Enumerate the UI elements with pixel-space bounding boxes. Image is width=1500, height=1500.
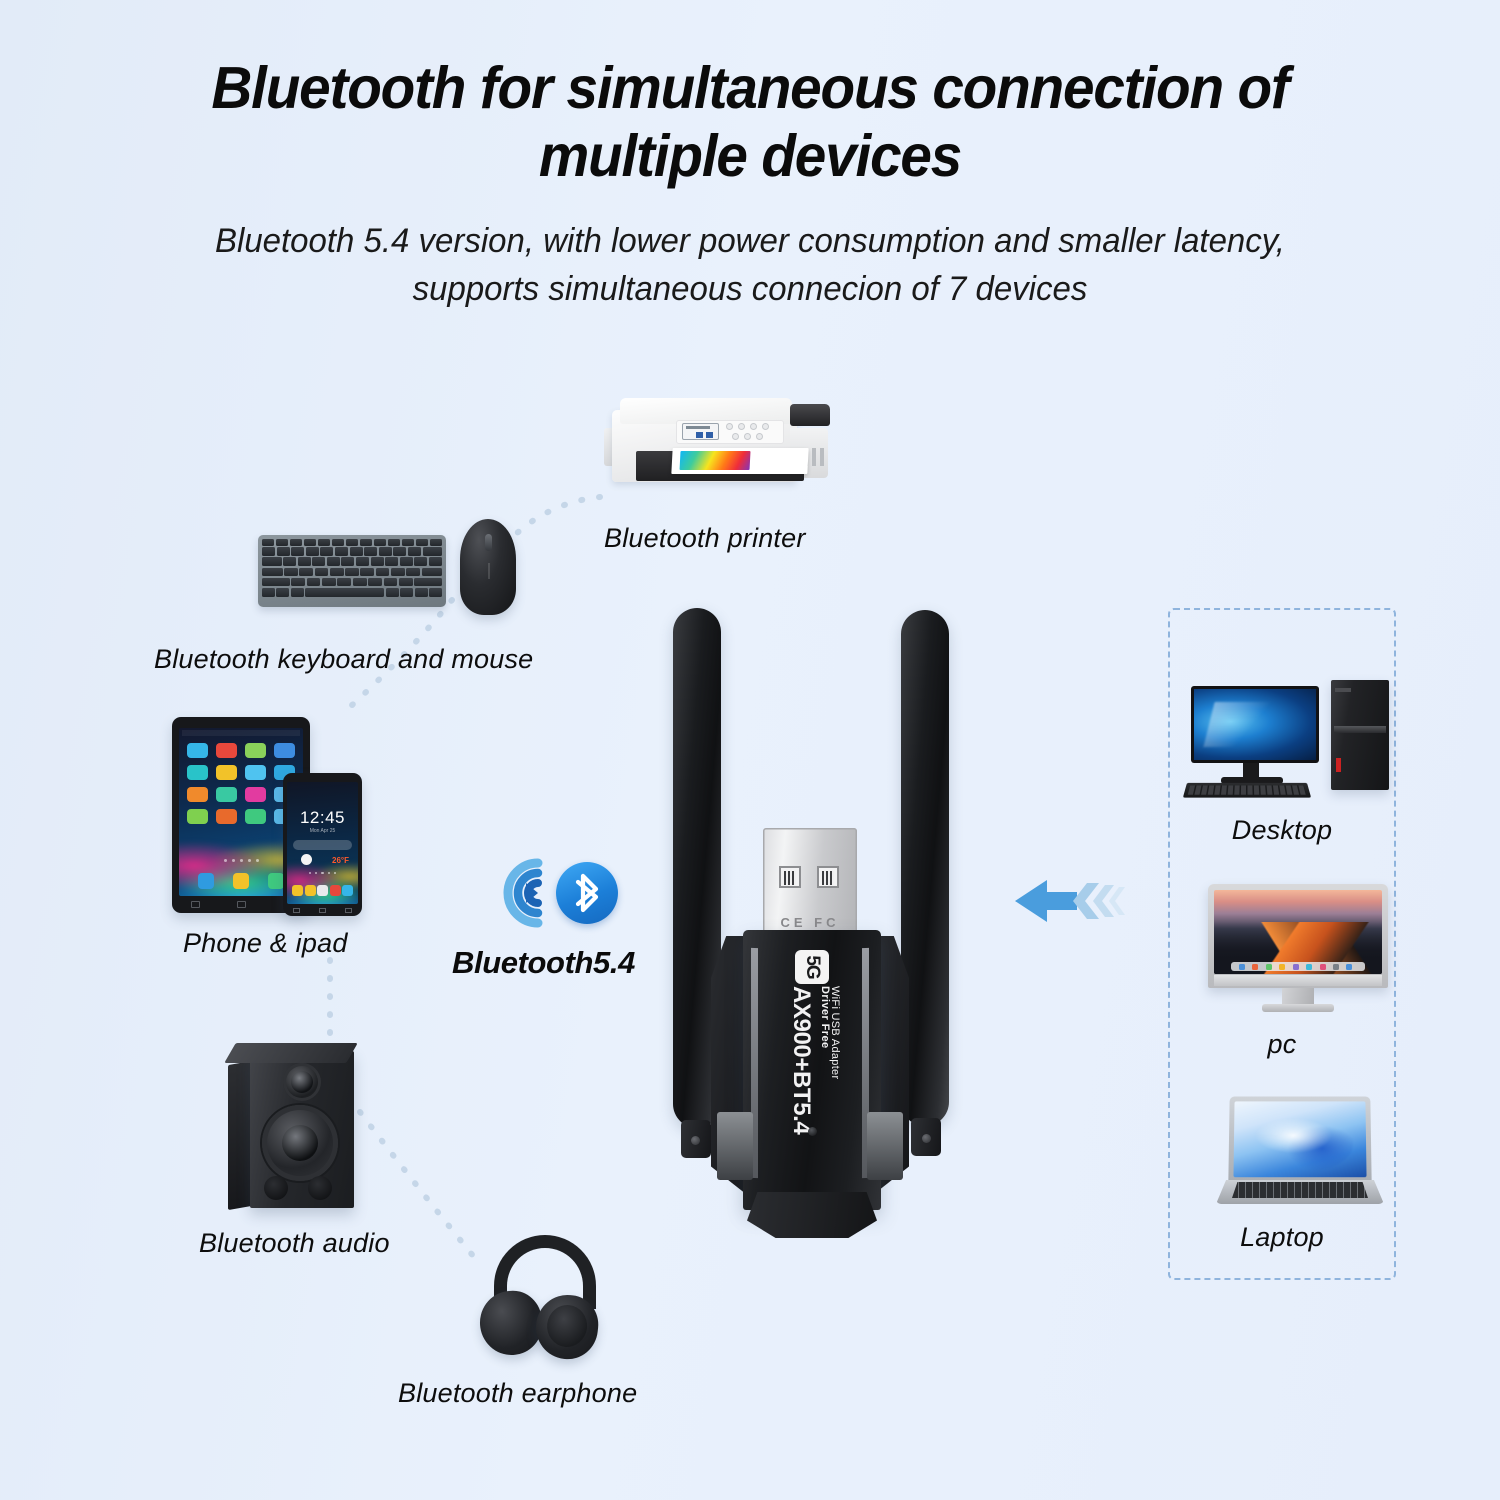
compatible-devices-panel xyxy=(1168,608,1396,1280)
printer-label: Bluetooth printer xyxy=(604,523,806,553)
keyboard-mouse-label: Bluetooth keyboard and mouse xyxy=(154,644,534,674)
phone-date: Mon Apr 25 xyxy=(309,828,336,834)
audio-label: Bluetooth audio xyxy=(199,1228,390,1258)
page-title: Bluetooth for simultaneous connection of… xyxy=(211,55,1289,189)
printer-icon xyxy=(604,388,830,493)
status-led xyxy=(808,1127,817,1136)
product-model-text: AX900+BT5.4 xyxy=(788,986,815,1135)
wifi-signal-icon xyxy=(478,855,550,931)
laptop-icon xyxy=(1216,1096,1384,1212)
tablet-icon xyxy=(172,717,310,913)
mouse-icon xyxy=(460,519,516,615)
desktop-label: Desktop xyxy=(1231,815,1333,845)
product-type-text: WiFi USB Adapter xyxy=(829,986,841,1080)
page-subtitle: Bluetooth 5.4 version, with lower power … xyxy=(215,221,1285,308)
keyboard-mouse-icon xyxy=(258,535,446,607)
laptop-label: Laptop xyxy=(1240,1222,1324,1252)
phone-tablet-label: Phone & ipad xyxy=(183,928,348,958)
usb-connector: CE FC xyxy=(763,828,857,936)
speaker-icon xyxy=(224,1043,358,1211)
certification-marks: CE FC xyxy=(780,915,840,930)
antenna-right xyxy=(901,610,949,1126)
header: Bluetooth for simultaneous connection of… xyxy=(0,0,1500,313)
left-arrow-icon xyxy=(1013,878,1125,924)
phone-icon: 12:45 Mon Apr 25 26°F xyxy=(283,773,362,916)
band-badge-5g: 5G xyxy=(795,950,829,984)
phone-time: 12:45 xyxy=(299,808,346,827)
line-printer xyxy=(513,494,603,537)
desktop-computer-icon xyxy=(1182,678,1399,808)
phone-temperature: 26°F xyxy=(332,856,349,865)
usb-wifi-adapter: CE FC 5G Driver Free AX900+BT5.4 WiFi US… xyxy=(655,600,965,1240)
pc-label: pc xyxy=(1267,1029,1297,1059)
headphones-icon xyxy=(475,1235,610,1363)
bluetooth-version-label: Bluetooth5.4 xyxy=(452,945,635,980)
imac-icon xyxy=(1208,884,1388,1016)
earphone-label: Bluetooth earphone xyxy=(398,1378,638,1408)
bluetooth-icon xyxy=(556,862,618,924)
